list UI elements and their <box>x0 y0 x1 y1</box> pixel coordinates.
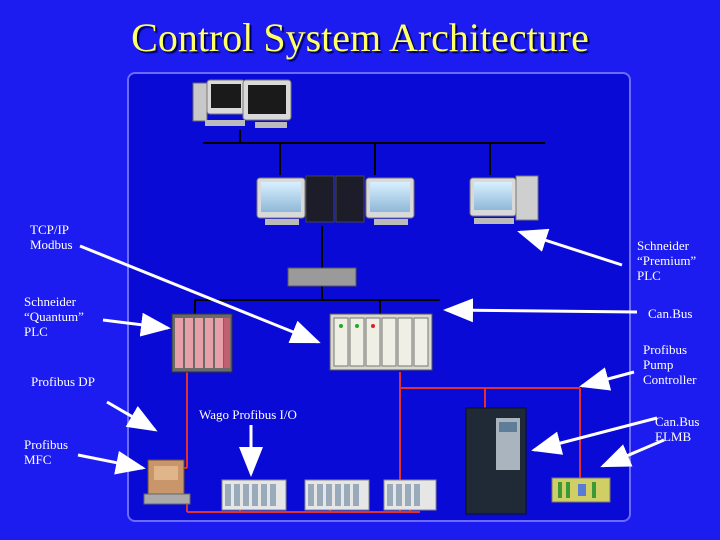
plc-rack-icon <box>329 313 433 371</box>
plc-rack-icon <box>171 313 233 373</box>
io-module-icon <box>221 479 287 511</box>
elmb-board-icon <box>551 477 611 503</box>
variable-frequency-drive-icon <box>465 407 527 515</box>
label-profibus-mfc: Profibus MFC <box>24 437 69 467</box>
desktop-computer-icon <box>469 175 539 224</box>
label-profibus-dp: Profibus DP <box>31 374 95 389</box>
desktop-computer-icon <box>256 175 415 225</box>
annotation-arrows <box>77 228 665 477</box>
io-module-icon <box>304 479 370 511</box>
desktop-computer-icon <box>192 79 292 128</box>
label-schneider-premium-plc: Schneider “Premium” PLC <box>637 238 697 283</box>
io-module-icon <box>383 479 437 511</box>
label-wago-profibus-io: Wago Profibus I/O <box>199 407 297 422</box>
ethernet-network <box>194 130 545 315</box>
label-canbus-elmb: Can.Bus ELMB <box>655 414 700 444</box>
label-canbus: Can.Bus <box>648 306 693 321</box>
label-tcpip-modbus: TCP/IP Modbus <box>30 222 73 252</box>
label-schneider-quantum-plc: Schneider “Quantum” PLC <box>24 294 84 339</box>
network-switch-icon <box>287 267 357 287</box>
mass-flow-controller-icon <box>143 459 191 505</box>
label-profibus-pump-controller: Profibus Pump Controller <box>643 342 697 387</box>
page-title: Control System Architecture <box>131 15 589 60</box>
